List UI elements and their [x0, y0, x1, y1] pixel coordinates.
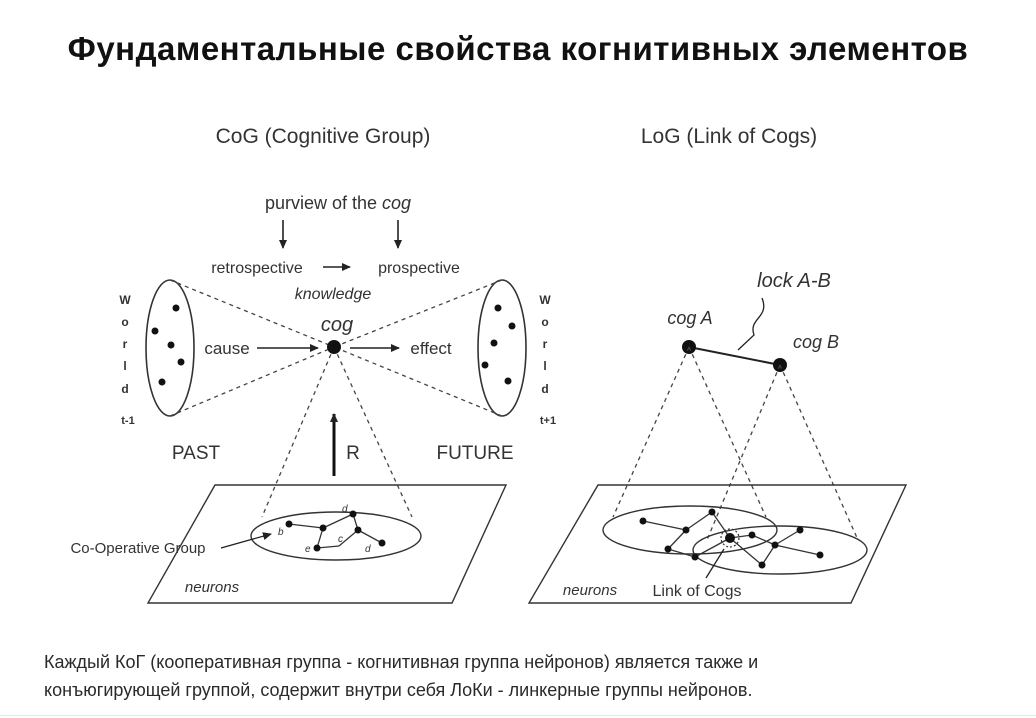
lock-link	[688, 346, 781, 366]
cog-heading: CoG (Cognitive Group)	[216, 125, 431, 148]
future-label: FUTURE	[436, 443, 513, 464]
svg-text:d: d	[121, 382, 128, 396]
svg-text:d: d	[342, 504, 348, 515]
r-label: R	[346, 443, 360, 464]
purview-label: purview of the cog	[265, 193, 411, 213]
neurons-plane-right	[527, 484, 908, 604]
svg-text:t+1: t+1	[540, 415, 556, 427]
effect-label: effect	[410, 339, 452, 358]
co-operative-group-pointer	[220, 532, 272, 549]
link-of-cogs-label: Link of Cogs	[653, 583, 742, 600]
svg-text:r: r	[123, 337, 128, 351]
cog-diagram: CoG (Cognitive Group) purview of the cog…	[70, 125, 556, 604]
cause-label: cause	[204, 339, 249, 358]
co-operative-group-label: Co-Operative Group	[70, 540, 205, 557]
future-world-ellipse	[477, 279, 527, 417]
svg-text:d: d	[541, 382, 548, 396]
svg-text:o: o	[121, 315, 128, 329]
cog-a-label: cog A	[667, 308, 712, 328]
link-node-ring	[720, 528, 740, 548]
cog-b-group-ellipse	[692, 525, 868, 575]
world-right-label: W o r l d t+1	[539, 293, 556, 427]
diagram-canvas: CoG (Cognitive Group) purview of the cog…	[70, 125, 908, 604]
world-left-label: W o r l d t-1	[119, 293, 134, 427]
neurons-label-right: neurons	[563, 582, 618, 599]
past-label: PAST	[172, 443, 221, 464]
knowledge-label: knowledge	[295, 286, 372, 303]
svg-text:e: e	[305, 544, 311, 555]
svg-text:l: l	[543, 359, 546, 373]
log-heading: LoG (Link of Cogs)	[641, 125, 817, 148]
link-node	[725, 533, 735, 543]
svg-text:t-1: t-1	[121, 415, 134, 427]
link-of-cogs-pointer	[705, 548, 725, 579]
caption-line-2: конъюгирующей группой, содержит внутри с…	[44, 680, 753, 700]
lock-label: lock A-B	[757, 270, 831, 292]
cog-b-label: cog B	[793, 332, 839, 352]
neurons-plane-left	[146, 484, 508, 604]
svg-text:d: d	[365, 544, 371, 555]
svg-text:o: o	[541, 315, 548, 329]
svg-text:W: W	[539, 293, 551, 307]
retrospective-label: retrospective	[211, 260, 303, 277]
caption: Каждый КоГ (кооперативная группа - когни…	[44, 648, 1004, 704]
cog-label: cog	[321, 314, 353, 336]
svg-text:r: r	[543, 337, 548, 351]
log-diagram: LoG (Link of Cogs) lock A-B cog A cog B …	[527, 125, 908, 604]
bottom-divider	[0, 715, 1036, 716]
cooperative-group-ellipse	[250, 511, 422, 561]
svg-text:l: l	[123, 359, 126, 373]
neurons-label-left: neurons	[185, 579, 240, 596]
lock-pointer	[737, 297, 765, 351]
svg-text:W: W	[119, 293, 131, 307]
caption-line-1: Каждый КоГ (кооперативная группа - когни…	[44, 652, 759, 672]
slide-title: Фундаментальные свойства когнитивных эле…	[67, 30, 969, 67]
prospective-label: prospective	[378, 260, 460, 277]
cog-node	[327, 340, 341, 354]
svg-text:b: b	[278, 527, 284, 538]
cog-a-group-ellipse	[602, 505, 778, 555]
svg-text:c: c	[338, 534, 343, 545]
